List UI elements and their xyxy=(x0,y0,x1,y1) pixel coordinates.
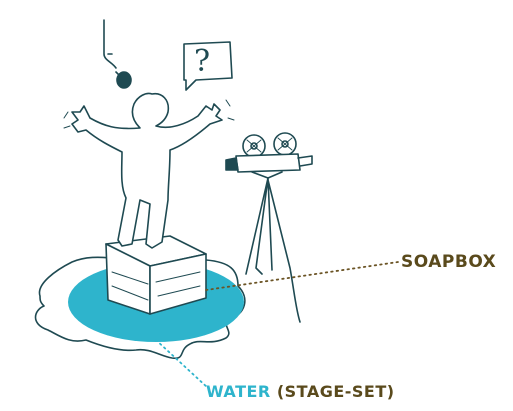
tripod xyxy=(245,177,301,323)
soapbox-box xyxy=(105,235,207,315)
person-figure xyxy=(71,92,223,249)
water-leader-line xyxy=(155,339,209,389)
water-label-word: WATER xyxy=(206,382,271,401)
water-label-suffix: (STAGE-SET) xyxy=(276,382,395,401)
soapbox-leader-line xyxy=(205,261,399,291)
soapbox-label: SOAPBOX xyxy=(401,252,497,272)
question-mark: ? xyxy=(194,44,211,79)
motion-marks xyxy=(63,99,235,129)
microphone xyxy=(103,19,132,89)
speech-bubble xyxy=(183,41,233,91)
film-camera xyxy=(225,132,313,179)
water-label: WATER (STAGE-SET) xyxy=(206,382,395,401)
